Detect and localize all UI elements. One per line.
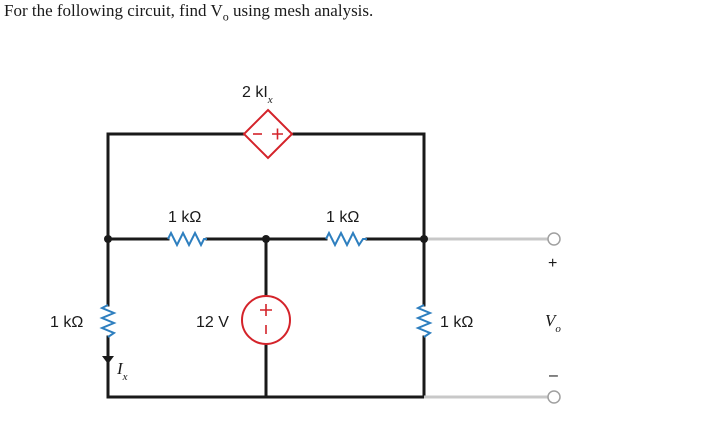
diamond-symbol	[242, 108, 294, 160]
resistor-top-right-label: 1 kΩ	[326, 209, 359, 226]
node-center	[262, 235, 270, 243]
question-subscript: o	[222, 9, 229, 24]
output-minus-sign: –	[549, 367, 558, 384]
output-voltage-label: Vo	[545, 311, 561, 335]
output-terminal-bottom	[547, 390, 561, 404]
current-ix-indicator: Ix	[102, 356, 128, 383]
output-plus-sign: +	[548, 255, 557, 272]
resistor-top-left: 1 kΩ	[167, 209, 207, 248]
dependent-voltage-source: 2 kIx	[242, 84, 294, 160]
resistor-left-zigzag	[99, 304, 117, 338]
question-suffix: using mesh analysis.	[228, 1, 374, 20]
circuit-wires	[104, 132, 550, 399]
output-voltage-main: V	[545, 311, 558, 330]
dependent-source-label-sub: x	[267, 94, 273, 106]
resistor-top-right: 1 kΩ	[325, 209, 367, 248]
voltage-source-circle	[241, 295, 291, 345]
resistor-left: 1 kΩ	[50, 304, 117, 338]
resistor-right-label: 1 kΩ	[440, 314, 473, 331]
resistor-right-zigzag	[415, 304, 433, 338]
output-terminals: + – Vo	[545, 232, 561, 404]
question-prefix: For the following circuit, find V	[4, 1, 223, 20]
diamond-plus-sign	[272, 128, 283, 140]
dependent-source-label: 2 kIx	[242, 84, 273, 106]
current-label-main: I	[116, 359, 124, 378]
resistor-right: 1 kΩ	[415, 304, 473, 338]
resistor-top-right-zigzag	[325, 230, 367, 248]
output-terminal-top	[547, 232, 561, 246]
resistor-left-label: 1 kΩ	[50, 314, 83, 331]
voltage-source-label: 12 V	[196, 314, 229, 331]
current-label-sub: x	[122, 371, 128, 383]
question-text: For the following circuit, find Vo using…	[4, 0, 373, 27]
current-label: Ix	[116, 359, 128, 383]
voltage-source-12v: 12 V	[196, 295, 291, 345]
resistor-top-left-label: 1 kΩ	[168, 209, 201, 226]
dependent-source-label-main: 2 kI	[242, 84, 268, 101]
resistor-top-left-zigzag	[167, 230, 207, 248]
node-left	[104, 235, 112, 243]
output-voltage-sub: o	[555, 323, 561, 335]
current-arrow-icon	[102, 356, 114, 364]
node-right	[420, 235, 428, 243]
voltage-source-plus-sign	[260, 304, 272, 316]
